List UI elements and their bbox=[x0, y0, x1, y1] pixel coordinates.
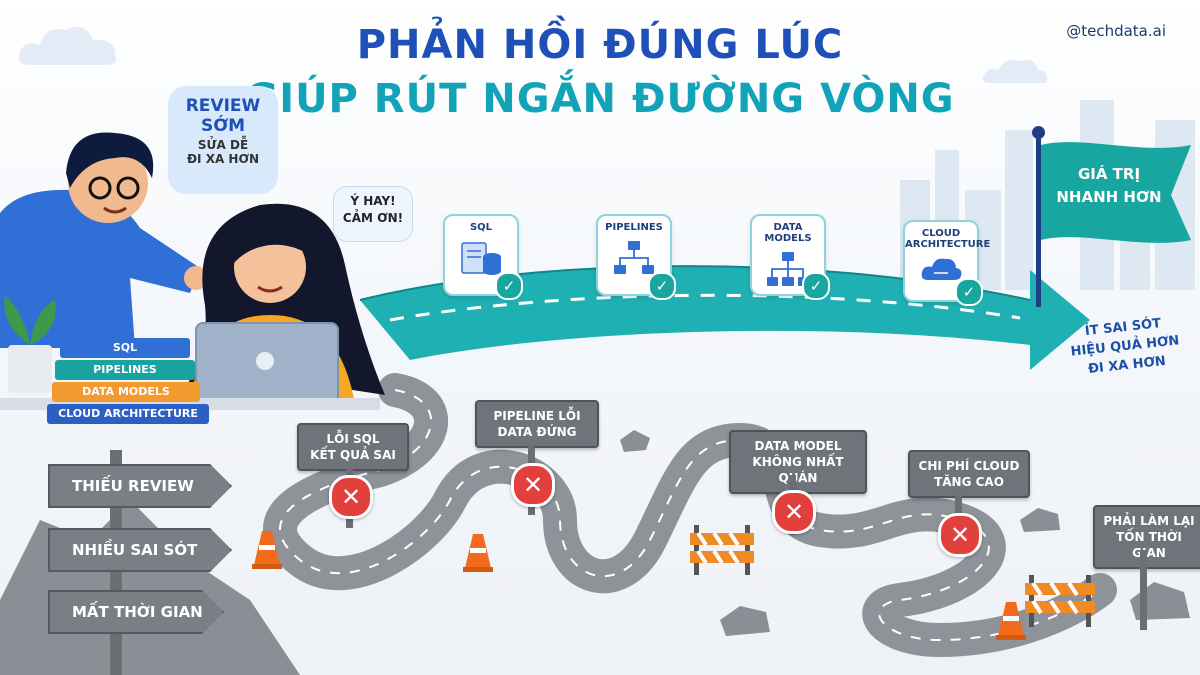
book-data-models: DATA MODELS bbox=[52, 382, 200, 402]
flag-text-line-1: GIÁ TRỊ bbox=[1077, 165, 1141, 183]
check-icon: ✓ bbox=[955, 278, 983, 306]
cloud-decoration bbox=[18, 26, 117, 66]
warning-sign-pipeline: PIPELINE LỖI DATA ĐỨNG bbox=[475, 400, 599, 448]
sign-text: PHẢI LÀM LẠI bbox=[1103, 514, 1195, 528]
check-icon: ✓ bbox=[802, 272, 830, 300]
flag-pole bbox=[1036, 132, 1041, 307]
flag-pole-top bbox=[1032, 126, 1045, 139]
book-cloud-architecture: CLOUD ARCHITECTURE bbox=[47, 404, 209, 424]
bubble-text: Ý HAY! bbox=[350, 194, 396, 208]
card-label: PIPELINES bbox=[605, 222, 663, 233]
laptop-logo bbox=[256, 352, 274, 370]
road-barrier-icon bbox=[1025, 575, 1095, 627]
card-label: CLOUD ARCHITECTURE bbox=[905, 228, 991, 250]
check-icon: ✓ bbox=[648, 272, 676, 300]
card-label: DATA MODELS bbox=[764, 222, 812, 244]
sign-text: PIPELINE LỖI bbox=[493, 409, 581, 423]
speech-bubble-woman: Ý HAY! CẢM ƠN! bbox=[333, 186, 413, 242]
check-icon: ✓ bbox=[495, 272, 523, 300]
card-cloud-architecture: CLOUD ARCHITECTURE ✓ bbox=[903, 220, 991, 306]
potted-plant bbox=[4, 295, 56, 393]
sign-text: KẾT QUẢ SAI bbox=[310, 448, 396, 462]
sign-text: DATA MODEL bbox=[754, 439, 842, 453]
card-label: SQL bbox=[469, 222, 493, 233]
title-line-2: GIÚP RÚT NGẮN ĐƯỜNG VÒNG bbox=[245, 76, 955, 122]
sign-text: KHÔNG NHẤT QUÁN bbox=[752, 455, 844, 485]
book-sql: SQL bbox=[60, 338, 190, 358]
error-x-icon: ✕ bbox=[329, 475, 373, 519]
sign-post bbox=[1140, 550, 1147, 630]
error-x-icon: ✕ bbox=[772, 490, 816, 534]
card-pipelines: PIPELINES ✓ bbox=[596, 214, 676, 300]
error-x-icon: ✕ bbox=[938, 513, 982, 557]
signpost-arrow: THIẾU REVIEW bbox=[48, 464, 232, 508]
traffic-cone-icon bbox=[463, 534, 493, 572]
bubble-text: CẢM ƠN! bbox=[342, 211, 404, 225]
sign-text: DATA ĐỨNG bbox=[497, 425, 577, 439]
card-sql: SQL ✓ bbox=[443, 214, 523, 300]
sign-text: TỐN THỜI GIAN bbox=[1116, 530, 1182, 560]
bubble-text: SỚM bbox=[200, 116, 245, 136]
title-line-1: PHẢN HỒI ĐÚNG LÚC bbox=[356, 22, 844, 68]
goal-flag bbox=[1041, 142, 1191, 243]
error-x-icon: ✕ bbox=[511, 463, 555, 507]
bubble-text: REVIEW bbox=[185, 96, 261, 116]
sign-text: LỖI SQL bbox=[326, 432, 380, 446]
traffic-cone-icon bbox=[252, 531, 282, 569]
sign-text: CHI PHÍ CLOUD bbox=[918, 459, 1020, 473]
signpost-arrow: NHIỀU SAI SÓT bbox=[48, 528, 232, 572]
bubble-text: SỬA DỄ bbox=[197, 138, 249, 152]
document-database-icon bbox=[461, 242, 501, 275]
warning-sign-sql: LỖI SQL KẾT QUẢ SAI bbox=[297, 423, 409, 471]
card-data-models: DATA MODELS ✓ bbox=[750, 214, 830, 300]
road-barrier-icon bbox=[690, 525, 754, 575]
signpost-arrow: MẤT THỜI GIAN bbox=[48, 590, 224, 634]
book-pipelines: PIPELINES bbox=[55, 360, 195, 380]
speech-bubble-man: REVIEW SỚM SỬA DỄ ĐI XA HƠN bbox=[168, 86, 278, 194]
traffic-cone-icon bbox=[996, 602, 1026, 640]
warning-sign-data-model: DATA MODEL KHÔNG NHẤT QUÁN bbox=[729, 430, 867, 494]
sign-text: TĂNG CAO bbox=[934, 475, 1004, 489]
flag-text-line-2: NHANH HƠN bbox=[1056, 188, 1162, 206]
cloud-decoration bbox=[982, 60, 1047, 83]
social-handle: @techdata.ai bbox=[1066, 22, 1166, 40]
cloud-icon bbox=[921, 258, 962, 280]
warning-sign-cloud-cost: CHI PHÍ CLOUD TĂNG CAO bbox=[908, 450, 1030, 498]
pipeline-flow-icon bbox=[614, 241, 654, 274]
bubble-text: ĐI XA HƠN bbox=[187, 152, 259, 166]
